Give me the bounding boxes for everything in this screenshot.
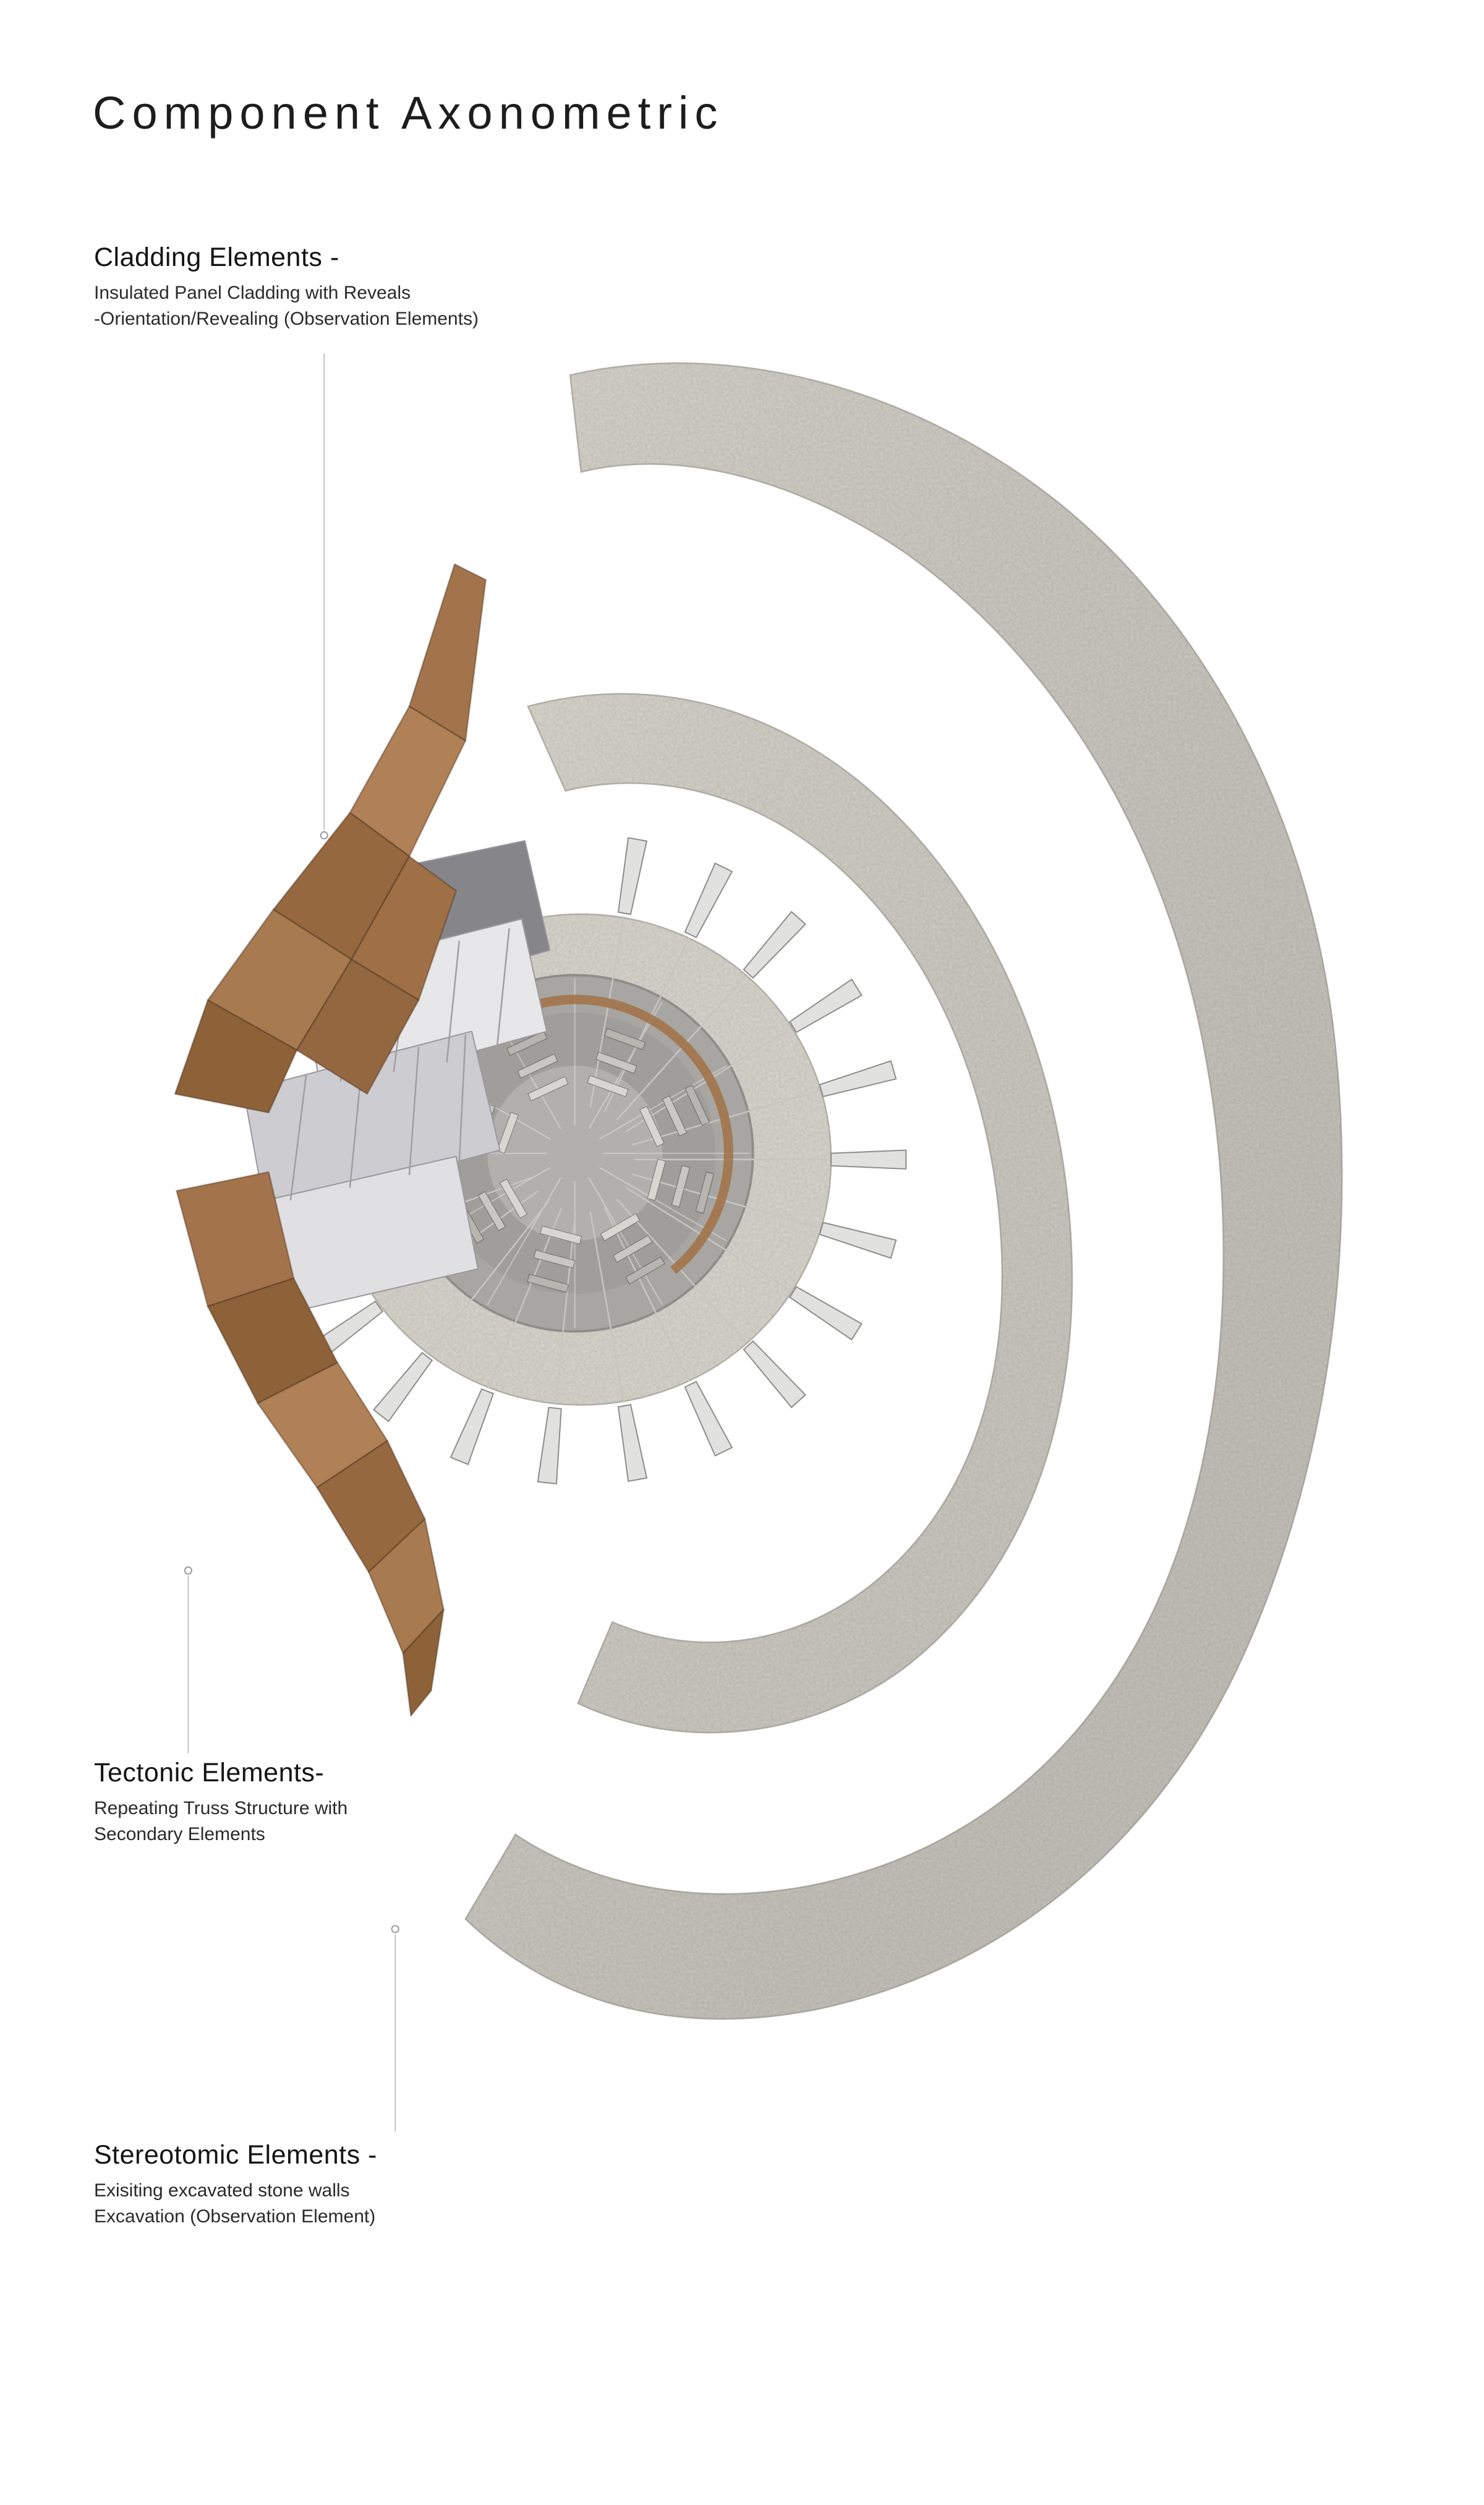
truss-cable [589,1212,625,1403]
truss-fin [617,1403,648,1483]
bench-slat [506,1030,548,1056]
bench-slat [612,1235,653,1263]
bench-slat [517,1053,558,1079]
truss-fin [450,1388,495,1465]
tectonic-label: Tectonic Elements- Repeating Truss Struc… [94,1758,348,1848]
truss-fin [537,1407,562,1485]
bench-slat [625,1256,665,1285]
stereotomic-label-line1: Exisiting excavated stone walls [94,2180,350,2201]
roof-shades [211,840,551,1326]
truss-cable [589,916,625,1108]
truss-fin [684,862,733,939]
roof-mullions [289,928,510,1201]
cladding-label: Cladding Elements - Insulated Panel Clad… [94,242,479,332]
bench-slat [639,1105,665,1147]
cladding-panel [296,959,420,1095]
bench-slat [600,1213,641,1241]
cladding-label-line1: Insulated Panel Cladding with Reveals [94,283,411,303]
cladding-panels-lower [176,1171,445,1717]
truss-cable [603,937,690,1112]
bench-slat [533,1249,576,1269]
truss-fin [788,1285,863,1341]
truss-cable [625,1187,791,1291]
cladding-label-title: Cladding Elements - [94,242,339,272]
bench-slat [662,1095,688,1137]
truss-fin [819,1222,897,1259]
bench-slat [477,1191,506,1231]
bench-slat [499,1178,528,1219]
truss-cable [603,1207,690,1382]
truss-fin [617,837,648,915]
bench-slat [695,1171,715,1214]
truss-fin [788,978,863,1034]
cladding-leader-line [320,353,328,840]
truss-fin [743,910,807,979]
leader-dot [184,1566,192,1575]
bench-slat [671,1165,691,1208]
bench-slat [497,1111,519,1154]
truss-cable [554,1212,576,1405]
middle-stone-wall [527,693,1073,1734]
cladding-panel [174,999,298,1114]
bench-slat [647,1158,667,1201]
truss-fin [743,1340,807,1408]
cladding-panel [402,1609,445,1717]
floor-joint [588,1177,663,1306]
page-title: Component Axonometric [93,87,724,139]
stereotomic-label: Stereotomic Elements - Exisiting excavat… [94,2140,377,2230]
stereotomic-label-line2: Excavation (Observation Element) [94,2206,376,2227]
truss-cable [488,1208,562,1389]
truss-fin [684,1381,733,1457]
bench-slat [540,1225,582,1245]
truss-fin [819,1060,897,1098]
leader-dot [391,1925,399,1933]
tectonic-label-line1: Repeating Truss Structure with [94,1798,348,1818]
truss-cable [428,1201,549,1355]
cladding-panels-upper [174,563,487,1114]
bench-slat [587,1074,629,1097]
bench-slat [595,1051,638,1074]
tectonic-label-line2: Secondary Elements [94,1824,265,1844]
truss-fin [372,1351,433,1423]
bench-slat [527,1076,569,1102]
tectonic-label-title: Tectonic Elements- [94,1758,325,1788]
cladding-label-line2: -Orientation/Revealing (Observation Elem… [94,309,479,329]
truss-fin [830,1149,907,1170]
floor-joint [487,1177,561,1306]
tectonic-leader-line [184,1566,192,1753]
bench-slat [603,1027,646,1050]
bench-slat [527,1274,569,1293]
truss-cable [616,1198,747,1344]
stereotomic-leader-line [391,1925,399,2132]
leader-dot [320,831,328,840]
stereotomic-label-title: Stereotomic Elements - [94,2140,377,2170]
bench-slat [684,1084,710,1126]
outer-stone-wall [464,362,1343,2020]
